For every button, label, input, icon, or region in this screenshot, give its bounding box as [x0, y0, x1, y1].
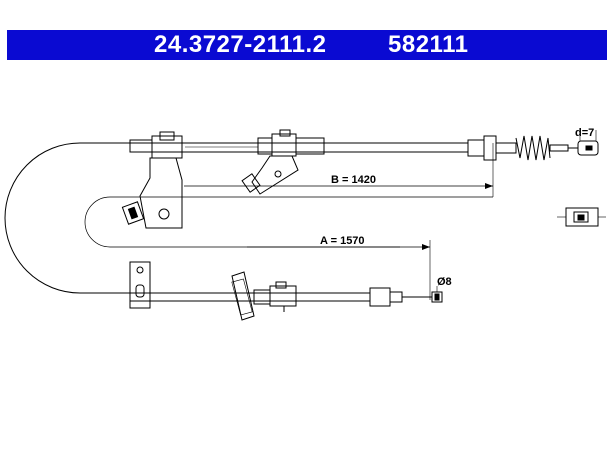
- upper-cable-end: [467, 135, 599, 161]
- lower-bracket-middle: [231, 271, 297, 321]
- cable-diameter-d-label: d=7: [575, 127, 594, 139]
- upper-bracket-middle: [241, 129, 325, 195]
- cable-inner-loop: [84, 196, 493, 248]
- lower-cable-end: [369, 287, 443, 307]
- lower-bracket-left: [129, 261, 151, 309]
- end-fitting-detail: [557, 207, 606, 227]
- upper-bracket-left: [121, 131, 183, 229]
- reference-number: 582111: [388, 31, 469, 58]
- cable-outer-loop: [4, 142, 130, 294]
- dimension-a-label: A = 1570: [320, 235, 365, 247]
- dimension-b-label: B = 1420: [331, 174, 376, 186]
- part-number: 24.3727-2111.2: [154, 31, 327, 58]
- title-bar: 24.3727-2111.2 582111: [7, 30, 607, 60]
- nipple-diameter-label: Ø8: [437, 276, 452, 288]
